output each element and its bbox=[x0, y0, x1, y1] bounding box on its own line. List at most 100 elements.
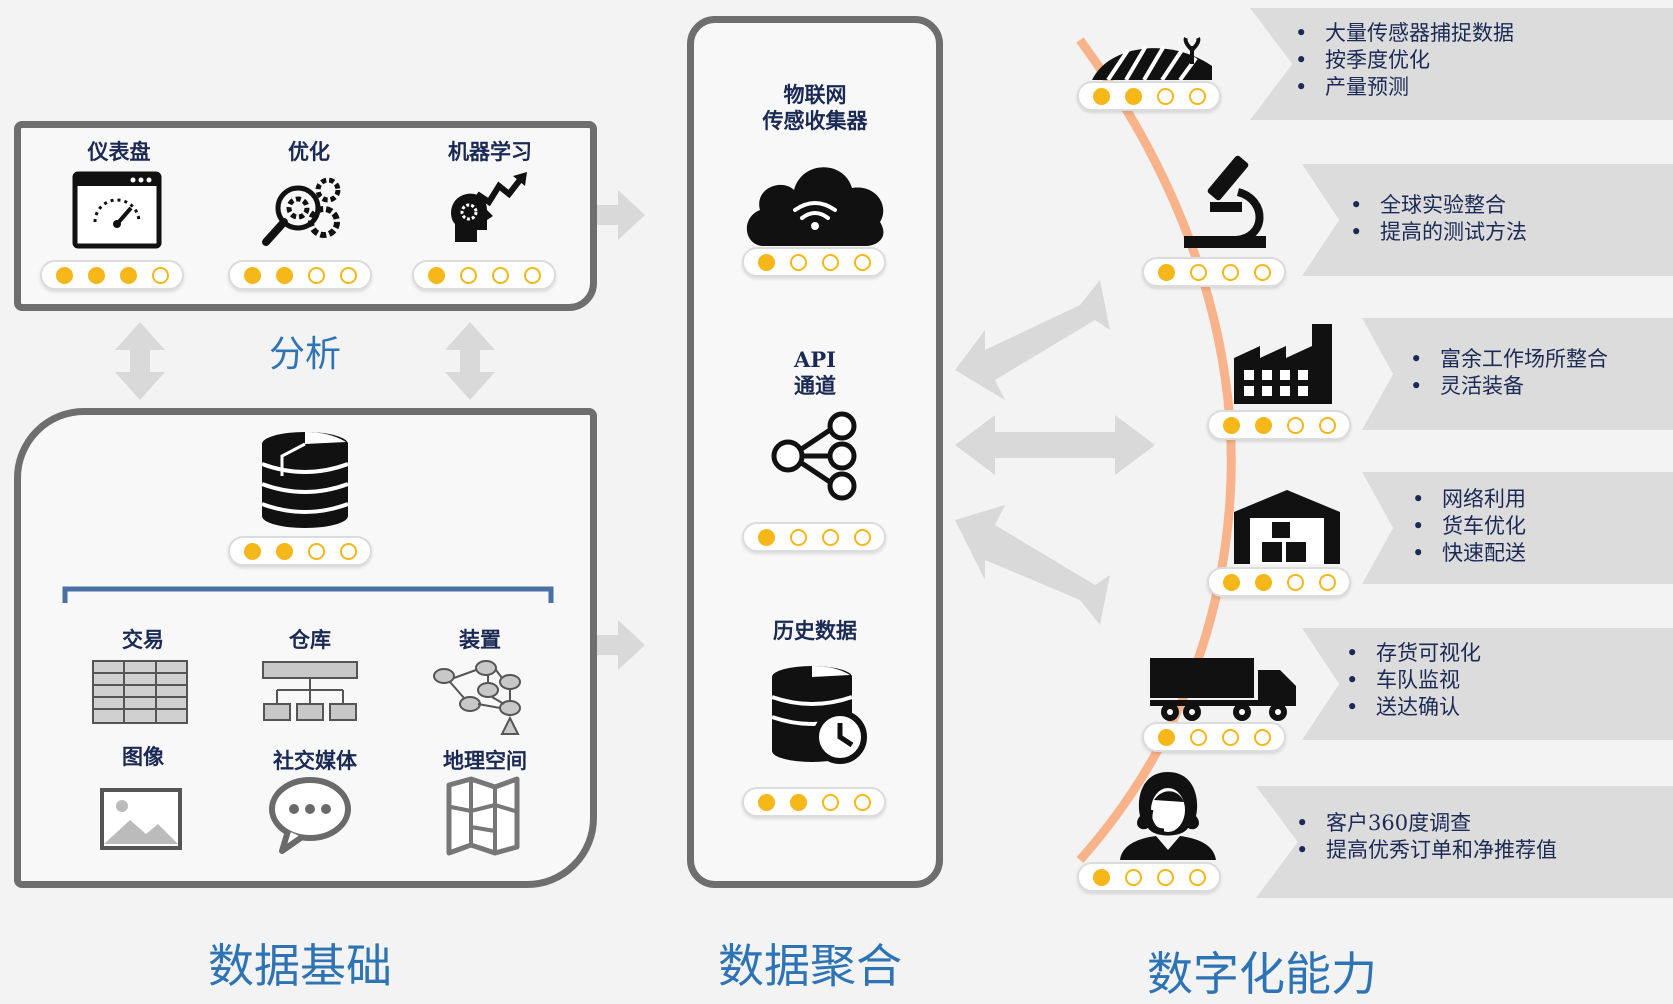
capability-callout: 全球实验整合 提高的测试方法 bbox=[1302, 164, 1673, 276]
rating-dot-empty bbox=[789, 528, 807, 546]
rating-dot-empty bbox=[1253, 263, 1271, 281]
rating-dot-empty bbox=[339, 266, 357, 284]
device-network-icon bbox=[433, 660, 521, 735]
rating-dot-filled bbox=[1254, 573, 1272, 591]
capability-bullet: 快速配送 bbox=[1412, 540, 1673, 567]
source-label: 地理空间 bbox=[443, 748, 527, 773]
capability-bullet: 存货可视化 bbox=[1346, 640, 1673, 667]
rating-dot-empty bbox=[1318, 573, 1336, 591]
analytics-title: 分析 bbox=[268, 334, 341, 375]
rating-dot-filled bbox=[757, 793, 775, 811]
analytics-item-label: 机器学习 bbox=[448, 139, 532, 164]
rating-dot-empty bbox=[853, 253, 871, 271]
capability-bullet: 提高优秀订单和净推荐值 bbox=[1296, 837, 1673, 864]
rating-dot-filled bbox=[1157, 263, 1175, 281]
rating-pill bbox=[1207, 410, 1351, 440]
dashboard-icon bbox=[72, 171, 162, 249]
rating-pill bbox=[228, 536, 372, 566]
foundation-title: 数据基础 bbox=[208, 939, 392, 993]
rating-dot-filled bbox=[243, 266, 261, 284]
aggregation-item-label: 历史数据 bbox=[773, 618, 857, 643]
capability-callout: 客户360度调查 提高优秀订单和净推荐值 bbox=[1256, 786, 1673, 898]
rating-pill bbox=[742, 787, 886, 817]
rating-dot-filled bbox=[757, 253, 775, 271]
capability-callout: 网络利用 货车优化 快速配送 bbox=[1362, 472, 1673, 584]
rating-dot-empty bbox=[821, 793, 839, 811]
capability-bullet: 产量预测 bbox=[1295, 74, 1673, 101]
rating-dot-filled bbox=[1222, 416, 1240, 434]
analytics-item-label: 仪表盘 bbox=[87, 139, 151, 164]
capability-bullet: 客户360度调查 bbox=[1296, 810, 1673, 837]
rating-dot-empty bbox=[1253, 728, 1271, 746]
aggregation-title: 数据聚合 bbox=[718, 939, 902, 993]
rating-pill bbox=[412, 260, 556, 290]
source-label: 社交媒体 bbox=[273, 748, 357, 773]
rating-dot-empty bbox=[1188, 87, 1206, 105]
map-icon bbox=[446, 776, 520, 856]
rating-dot-empty bbox=[1286, 416, 1304, 434]
rating-dot-empty bbox=[523, 266, 541, 284]
rating-dot-filled bbox=[1222, 573, 1240, 591]
rating-dot-filled bbox=[757, 528, 775, 546]
source-label: 交易 bbox=[122, 627, 164, 652]
rating-dot-empty bbox=[1156, 87, 1174, 105]
rating-dot-filled bbox=[1254, 416, 1272, 434]
analytics-item-label: 优化 bbox=[288, 139, 330, 164]
aggregation-item-label: API 通道 bbox=[794, 347, 836, 398]
rating-pill bbox=[1142, 257, 1286, 287]
rating-pill bbox=[40, 260, 184, 290]
rating-pill bbox=[1077, 81, 1221, 111]
source-label: 装置 bbox=[459, 627, 501, 652]
rating-dot-empty bbox=[789, 253, 807, 271]
rating-dot-empty bbox=[1189, 263, 1207, 281]
aggregation-item-label: 物联网 传感收集器 bbox=[762, 82, 868, 133]
rating-dot-empty bbox=[1318, 416, 1336, 434]
rating-dot-filled bbox=[1124, 87, 1142, 105]
rating-dot-empty bbox=[1124, 868, 1142, 886]
truck-icon bbox=[1150, 658, 1296, 721]
capabilities-title: 数字化能力 bbox=[1147, 947, 1377, 1001]
capability-callout: 富余工作场所整合 灵活装备 bbox=[1362, 318, 1673, 430]
customer-service-icon bbox=[1120, 772, 1216, 860]
rating-dot-empty bbox=[307, 266, 325, 284]
table-icon bbox=[92, 660, 188, 724]
rating-pill bbox=[228, 260, 372, 290]
capability-bullet: 货车优化 bbox=[1412, 513, 1673, 540]
rating-pill bbox=[742, 522, 886, 552]
rating-dot-empty bbox=[1188, 868, 1206, 886]
share-network-icon bbox=[771, 411, 857, 501]
rating-dot-empty bbox=[821, 253, 839, 271]
rating-dot-filled bbox=[55, 266, 73, 284]
rating-pill bbox=[1207, 567, 1351, 597]
capability-bullet: 网络利用 bbox=[1412, 486, 1673, 513]
capability-curve bbox=[1076, 37, 1236, 863]
rating-dot-filled bbox=[275, 542, 293, 560]
sources-bracket bbox=[62, 586, 554, 603]
capability-bullet: 灵活装备 bbox=[1410, 373, 1673, 400]
image-icon bbox=[100, 788, 182, 850]
capability-bullet: 提高的测试方法 bbox=[1350, 219, 1673, 246]
database-icon bbox=[261, 432, 349, 528]
rating-pill bbox=[1077, 862, 1221, 892]
rating-dot-empty bbox=[1189, 728, 1207, 746]
rating-dot-filled bbox=[789, 793, 807, 811]
rating-dot-filled bbox=[427, 266, 445, 284]
rating-dot-filled bbox=[1092, 868, 1110, 886]
capability-callout: 存货可视化 车队监视 送达确认 bbox=[1302, 628, 1673, 740]
capability-bullet: 送达确认 bbox=[1346, 694, 1673, 721]
rating-dot-empty bbox=[1286, 573, 1304, 591]
chat-bubble-icon bbox=[269, 777, 351, 854]
rating-dot-empty bbox=[459, 266, 477, 284]
database-clock-icon bbox=[771, 666, 867, 764]
rating-dot-filled bbox=[243, 542, 261, 560]
rating-dot-empty bbox=[853, 528, 871, 546]
rating-pill bbox=[1142, 722, 1286, 752]
capability-bullet: 大量传感器捕捉数据 bbox=[1295, 20, 1673, 47]
cloud-wifi-icon bbox=[746, 167, 884, 246]
rating-dot-empty bbox=[307, 542, 325, 560]
factory-icon bbox=[1234, 324, 1332, 404]
rating-dot-filled bbox=[1157, 728, 1175, 746]
rating-pill bbox=[742, 247, 886, 277]
rating-dot-filled bbox=[119, 266, 137, 284]
rating-dot-filled bbox=[275, 266, 293, 284]
